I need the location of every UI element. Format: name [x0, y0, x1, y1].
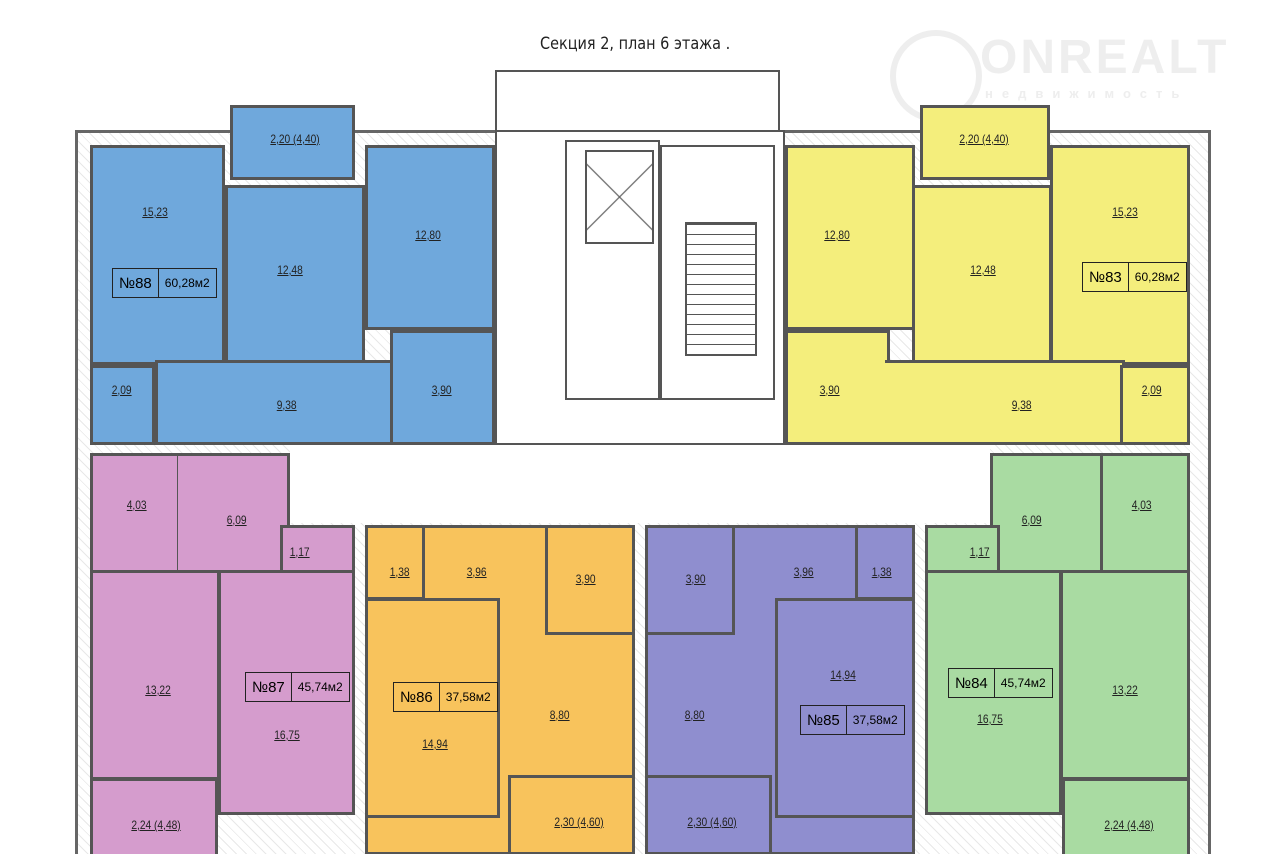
room-area: 12,48 — [970, 263, 996, 277]
room-area: 2,20 (4,40) — [270, 132, 320, 146]
apt87-bath — [90, 453, 180, 573]
apt88-balcony — [230, 105, 355, 180]
apt86-room — [365, 598, 500, 818]
room-area: 8,80 — [549, 708, 570, 722]
room-area: 14,94 — [422, 737, 448, 751]
room-area: 6,09 — [226, 513, 247, 527]
room-area: 2,24 (4,48) — [1104, 818, 1154, 832]
elevator-icon — [585, 150, 654, 244]
room-area: 12,80 — [824, 228, 850, 242]
room-area: 13,22 — [1112, 683, 1138, 697]
room-area: 2,30 (4,60) — [687, 815, 737, 829]
room-area: 9,38 — [276, 398, 297, 412]
apt85-balcony — [645, 775, 772, 854]
room-area: 8,80 — [684, 708, 705, 722]
apt88-bath — [390, 330, 495, 445]
room-area: 1,17 — [289, 545, 310, 559]
room-area: 13,22 — [145, 683, 171, 697]
apt84-kitchen — [1060, 570, 1190, 780]
apt88-wc — [90, 365, 155, 445]
apt88-kitchen — [365, 145, 495, 330]
apt86-storage — [365, 525, 425, 600]
room-area: 3,90 — [575, 572, 596, 586]
apt87-balcony — [90, 778, 218, 854]
apt83-bath — [785, 330, 890, 445]
room-area: 3,90 — [685, 572, 706, 586]
room-area: 1,38 — [871, 565, 892, 579]
room-area: 2,09 — [111, 383, 132, 397]
apt84-hall — [990, 453, 1102, 573]
apt86-bath — [545, 525, 635, 635]
apt88-room — [90, 145, 225, 365]
apt83-hall — [885, 360, 1125, 445]
room-area: 2,30 (4,60) — [554, 815, 604, 829]
apt84-balcony — [1062, 778, 1190, 854]
room-area: 4,03 — [126, 498, 147, 512]
apt87-hall — [178, 453, 290, 573]
room-area: 14,94 — [830, 668, 856, 682]
apt84-room — [925, 570, 1062, 815]
apt88-room — [225, 185, 365, 365]
room-area: 3,96 — [466, 565, 487, 579]
corridor — [290, 445, 990, 523]
room-area: 16,75 — [977, 712, 1003, 726]
room-area: 12,80 — [415, 228, 441, 242]
apt85-room — [775, 598, 915, 818]
apt83-room — [1050, 145, 1190, 365]
apt88-hall — [155, 360, 395, 445]
room-area: 3,96 — [793, 565, 814, 579]
apt84-bath — [1100, 453, 1190, 573]
stairs-icon — [685, 222, 757, 356]
room-area: 3,90 — [819, 383, 840, 397]
apt87-kitchen — [90, 570, 220, 780]
room-area: 16,75 — [274, 728, 300, 742]
room-area: 2,20 (4,40) — [959, 132, 1009, 146]
room-area: 3,90 — [431, 383, 452, 397]
apt85-storage — [855, 525, 915, 600]
apt83-room — [912, 185, 1052, 365]
room-area: 15,23 — [1112, 205, 1138, 219]
room-area: 2,09 — [1141, 383, 1162, 397]
apt86-balcony — [508, 775, 635, 854]
room-area: 1,38 — [389, 565, 410, 579]
apt83-wc — [1120, 365, 1190, 445]
apt83-balcony — [920, 105, 1050, 180]
room-area: 4,03 — [1131, 498, 1152, 512]
plan-title: Секция 2, план 6 этажа . — [540, 34, 731, 54]
room-area: 2,24 (4,48) — [131, 818, 181, 832]
room-area: 15,23 — [142, 205, 168, 219]
room-area: 1,17 — [969, 545, 990, 559]
room-area: 12,48 — [277, 263, 303, 277]
apt83-kitchen — [785, 145, 915, 330]
room-area: 6,09 — [1021, 513, 1042, 527]
apt85-bath — [645, 525, 735, 635]
room-area: 9,38 — [1011, 398, 1032, 412]
apt87-room — [218, 570, 355, 815]
